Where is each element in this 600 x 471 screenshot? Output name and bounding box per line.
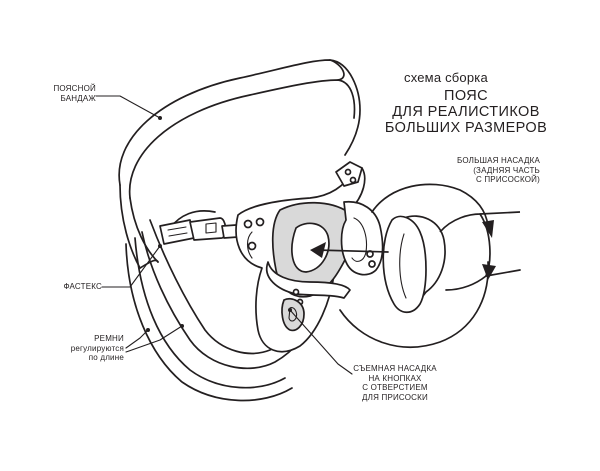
label-straps-line-2: регулируются <box>70 343 124 353</box>
removable-nozzle-ring <box>340 200 384 276</box>
title-line-3: БОЛЬШИХ РАЗМЕРОВ <box>384 120 548 136</box>
label-removable-nozzle-line-1: СЪЕМНАЯ НАСАДКА <box>353 364 437 373</box>
label-removable-nozzle: СЪЕМНАЯ НАСАДКА НА КНОПКАХ С ОТВЕРСТИЕМ … <box>340 364 450 402</box>
title-line-1: ПОЯС <box>444 88 488 104</box>
assembly-arrows <box>310 183 496 348</box>
label-straps-line-1: РЕМНИ <box>94 334 124 343</box>
label-belt-line-2: БАНДАЖ <box>60 93 96 103</box>
label-belt-line-1: ПОЯСНОЙ <box>53 84 96 93</box>
label-buckle-line-1: ФАСТЕКС <box>63 282 102 291</box>
callout-lines <box>95 95 353 375</box>
label-straps-line-3: по длине <box>88 353 124 363</box>
label-removable-nozzle-line-2: НА КНОПКАХ <box>368 373 422 383</box>
label-big-nozzle: БОЛЬШАЯ НАСАДКА (ЗАДНЯЯ ЧАСТЬ С ПРИСОСКО… <box>420 156 540 185</box>
label-buckle: ФАСТЕКС <box>36 282 102 292</box>
label-big-nozzle-line-3: С ПРИСОСКОЙ) <box>475 175 540 185</box>
waist-belt <box>118 59 361 269</box>
label-removable-nozzle-line-4: ДЛЯ ПРИСОСКИ <box>362 392 428 402</box>
label-big-nozzle-line-2: (ЗАДНЯЯ ЧАСТЬ <box>473 165 540 175</box>
label-big-nozzle-line-1: БОЛЬШАЯ НАСАДКА <box>456 156 540 165</box>
diagram-title: ПОЯС ДЛЯ РЕАЛИСТИКОВ БОЛЬШИХ РАЗМЕРОВ <box>366 88 566 136</box>
title-line-2: ДЛЯ РЕАЛИСТИКОВ <box>392 104 540 120</box>
large-nozzle <box>382 211 521 314</box>
label-belt: ПОЯСНОЙ БАНДАЖ <box>30 84 96 103</box>
diagram-subtitle: схема сборка <box>404 70 488 85</box>
label-removable-nozzle-line-3: С ОТВЕРСТИЕМ <box>362 383 428 393</box>
label-straps: РЕМНИ регулируются по длине <box>50 334 124 363</box>
